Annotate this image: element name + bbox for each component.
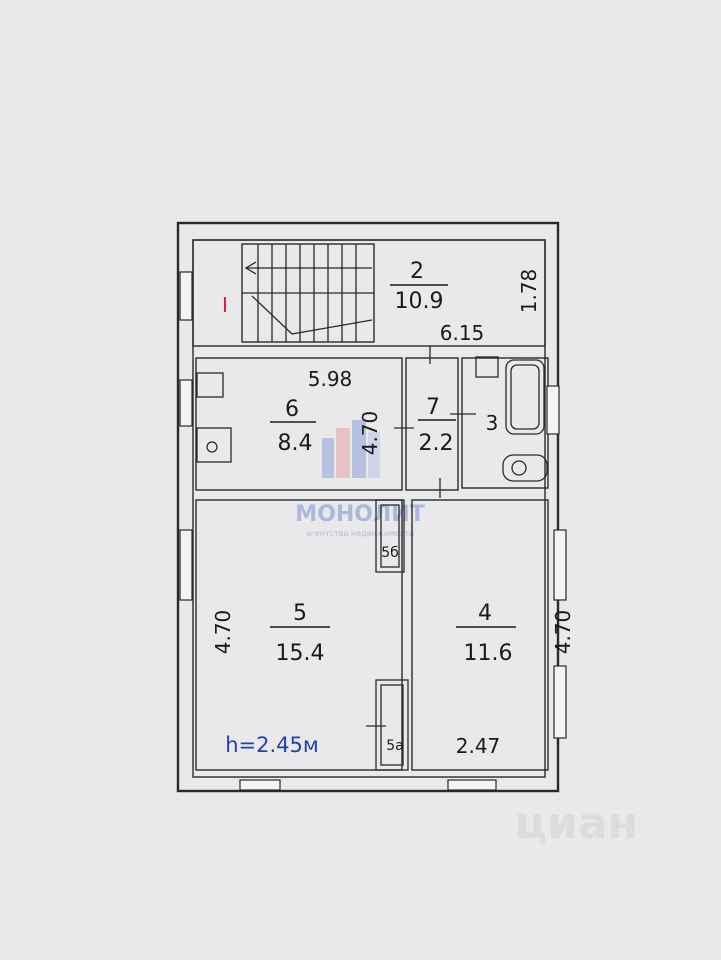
bathtub-icon bbox=[505, 359, 545, 435]
room-6-area: 8.4 bbox=[278, 431, 313, 456]
room-4-number: 4 bbox=[478, 601, 492, 626]
window-room-4-lower bbox=[553, 665, 567, 739]
room-6-number: 6 bbox=[285, 397, 299, 422]
dimension-labels: 1.78 6.15 5.98 4.70 4.70 4.70 2.47 bbox=[211, 269, 575, 758]
sink-icon bbox=[196, 372, 224, 398]
room-2-number: 2 bbox=[410, 259, 424, 284]
corridor-room-2 bbox=[179, 239, 546, 347]
closet-5b bbox=[375, 499, 405, 573]
dim-top-right: 1.78 bbox=[517, 269, 541, 314]
stair-arrow-icon bbox=[244, 261, 373, 335]
room-5-number: 5 bbox=[293, 601, 307, 626]
window-bottom-right bbox=[447, 779, 497, 791]
room-5a-label: 5а bbox=[386, 738, 404, 754]
room-7-number: 7 bbox=[426, 395, 440, 420]
closet-5a bbox=[375, 679, 409, 771]
window-left-top bbox=[179, 271, 193, 321]
watermark-tagline: агентство недвижимости bbox=[306, 529, 414, 538]
stair-mark: I bbox=[222, 293, 228, 317]
room-7 bbox=[394, 346, 476, 498]
window-bathroom bbox=[546, 385, 560, 435]
watermark-building-icon bbox=[322, 420, 380, 478]
stair-treads bbox=[242, 244, 374, 342]
dim-room6-width: 5.98 bbox=[308, 367, 353, 391]
window-room-6 bbox=[179, 379, 193, 427]
window-bottom-left bbox=[239, 779, 281, 791]
stove-icon bbox=[196, 427, 232, 463]
room-labels: 2 10.9 6 8.4 7 2.2 5 15.4 4 11.6 3 5а 5б… bbox=[222, 259, 516, 754]
watermark-corner: циан bbox=[514, 798, 638, 849]
room-5-area: 15.4 bbox=[276, 641, 325, 666]
room-3-number: 3 bbox=[486, 411, 499, 435]
washbasin-icon bbox=[475, 356, 499, 378]
ceiling-height-label: h=2.45м bbox=[225, 733, 319, 757]
window-room-4-upper bbox=[553, 529, 567, 601]
room-6 bbox=[179, 357, 403, 491]
room-5b-label: 5б bbox=[381, 545, 399, 561]
dim-right-height: 4.70 bbox=[551, 610, 575, 655]
room-5 bbox=[179, 499, 409, 771]
room-4 bbox=[411, 499, 567, 771]
dim-room6-height: 4.70 bbox=[358, 411, 382, 456]
window-room-5 bbox=[179, 529, 193, 601]
room-7-area: 2.2 bbox=[419, 431, 454, 456]
dim-left-height: 4.70 bbox=[211, 610, 235, 655]
dim-hall-width: 6.15 bbox=[440, 321, 485, 345]
toilet-icon bbox=[502, 454, 548, 482]
bathroom-room-3 bbox=[461, 356, 560, 489]
room-2-area: 10.9 bbox=[395, 289, 444, 314]
dim-room4-width: 2.47 bbox=[456, 734, 501, 758]
room-4-area: 11.6 bbox=[464, 641, 513, 666]
watermark-brand: МОНОЛИТ bbox=[295, 502, 424, 527]
watermark-logo: МОНОЛИТ агентство недвижимости bbox=[295, 420, 425, 538]
